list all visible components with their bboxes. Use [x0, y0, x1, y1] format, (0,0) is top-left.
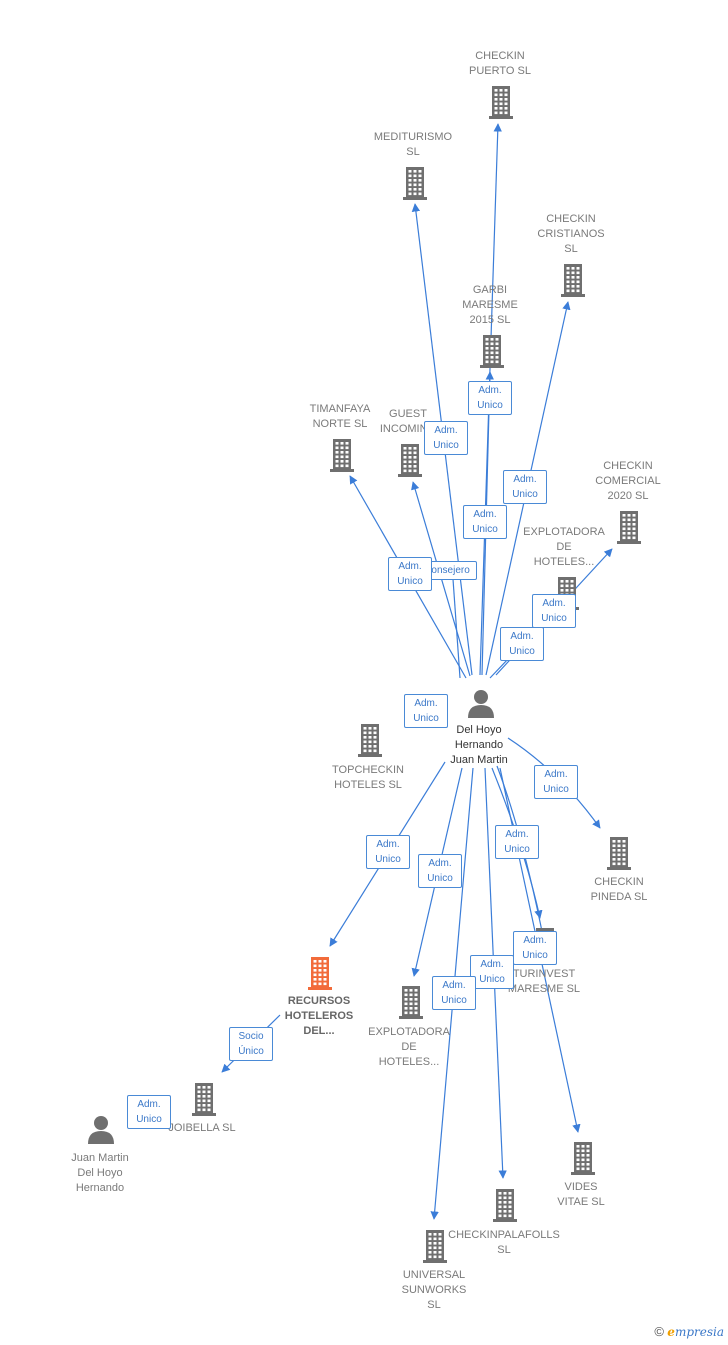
- person-icon: [468, 690, 494, 718]
- role-badge[interactable]: Adm. Unico: [468, 381, 512, 415]
- role-badge[interactable]: Adm. Unico: [418, 854, 462, 888]
- building-icon: [480, 335, 504, 368]
- node-label: MEDITURISMO SL: [373, 131, 453, 158]
- node-label: CHECKIN CRISTIANOS SL: [537, 213, 605, 255]
- building-icon: [398, 444, 422, 477]
- node-label: CHECKIN COMERCIAL 2020 SL: [595, 460, 661, 502]
- node-label: CHECKINPALAFOLLS SL: [448, 1229, 560, 1256]
- building-icon: [358, 724, 382, 757]
- node-label: Juan Martin Del Hoyo Hernando: [71, 1152, 129, 1194]
- role-badge[interactable]: Adm. Unico: [463, 505, 507, 539]
- role-badge[interactable]: Adm. Unico: [404, 694, 448, 728]
- node-label: Del Hoyo Hernando Juan Martin: [450, 724, 508, 766]
- role-badge[interactable]: Adm. Unico: [366, 835, 410, 869]
- brand-initial: e: [667, 1325, 675, 1339]
- building-icon: [607, 837, 631, 870]
- role-badge[interactable]: Adm. Unico: [513, 931, 557, 965]
- role-badge[interactable]: Adm. Unico: [424, 421, 468, 455]
- role-badge[interactable]: Adm. Unico: [388, 557, 432, 591]
- copyright-symbol: ©: [654, 1324, 664, 1339]
- building-icon: [399, 986, 423, 1019]
- node-label: CHECKIN PINEDA SL: [590, 876, 648, 903]
- person-icon: [88, 1116, 114, 1144]
- brand-logo: © empresia: [654, 1324, 724, 1339]
- node-label: TIMANFAYA NORTE SL: [309, 403, 371, 430]
- role-badge[interactable]: Adm. Unico: [503, 470, 547, 504]
- node-label: GUEST INCOMING: [379, 408, 437, 435]
- role-badge[interactable]: Adm. Unico: [495, 825, 539, 859]
- building-icon: [493, 1189, 517, 1222]
- node-label: EXPLOTADORA DE HOTELES...: [523, 526, 605, 568]
- node-label: TURINVEST MARESME SL: [507, 968, 581, 995]
- building-icon: [330, 439, 354, 472]
- role-badge[interactable]: Adm. Unico: [534, 765, 578, 799]
- node-label: VIDES VITAE SL: [557, 1181, 605, 1208]
- building-icon: [308, 957, 332, 990]
- node-label: GARBI MARESME 2015 SL: [462, 284, 518, 326]
- role-badge[interactable]: Adm. Unico: [500, 627, 544, 661]
- node-label: TOPCHECKIN HOTELES SL: [332, 764, 404, 791]
- node-label: EXPLOTADORA DE HOTELES...: [368, 1026, 450, 1068]
- building-icon: [192, 1083, 216, 1116]
- role-badge[interactable]: Adm. Unico: [432, 976, 476, 1010]
- building-icon: [561, 264, 585, 297]
- role-badge[interactable]: Adm. Unico: [127, 1095, 171, 1129]
- brand-name: mpresia: [674, 1325, 724, 1339]
- building-icon: [489, 86, 513, 119]
- node-label: JOIBELLA SL: [168, 1122, 236, 1134]
- node-label: CHECKIN PUERTO SL: [469, 50, 531, 77]
- node-label: UNIVERSAL SUNWORKS SL: [401, 1269, 467, 1311]
- role-badge[interactable]: Socio Único: [229, 1027, 273, 1061]
- role-badge[interactable]: Adm. Unico: [470, 955, 514, 989]
- building-icon: [423, 1230, 447, 1263]
- building-icon: [617, 511, 641, 544]
- building-icon: [403, 167, 427, 200]
- role-badge[interactable]: Consejero: [417, 561, 477, 580]
- edge-consejero: [451, 564, 461, 679]
- building-icon: [571, 1142, 595, 1175]
- role-badge[interactable]: Adm. Unico: [532, 594, 576, 628]
- node-label: RECURSOS HOTELEROS DEL...: [284, 995, 354, 1037]
